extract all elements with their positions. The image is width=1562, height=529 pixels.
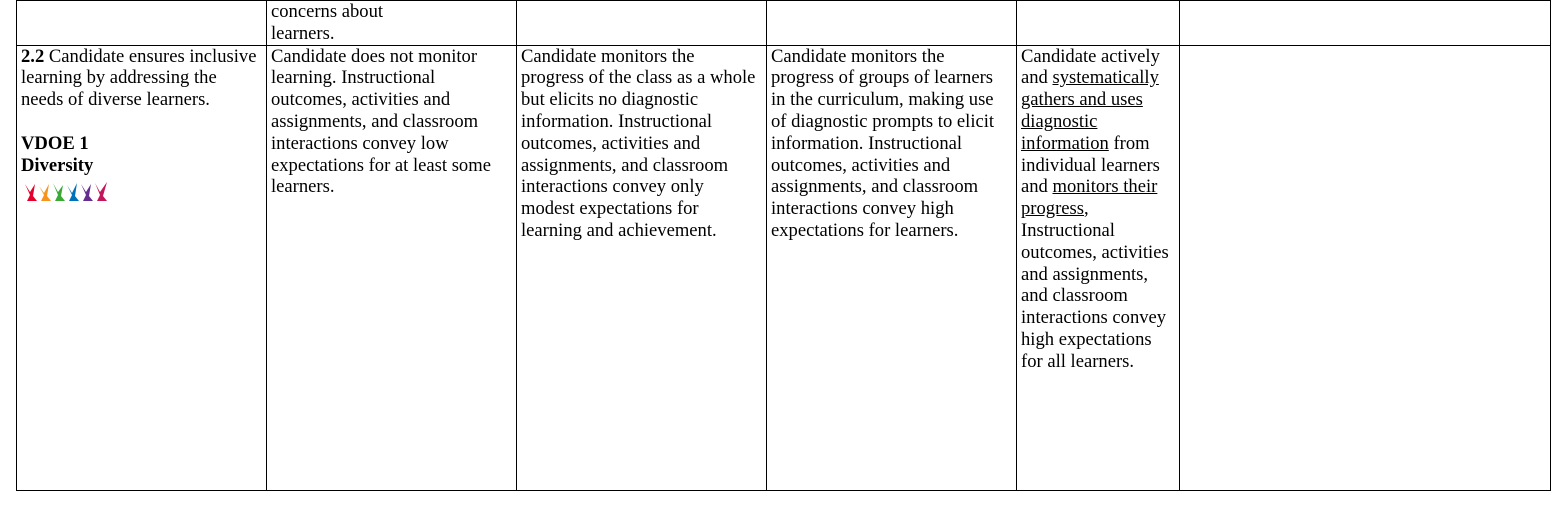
criterion-number: 2.2 xyxy=(21,45,45,67)
table-cell xyxy=(16,0,267,46)
diversity-figures-icon xyxy=(23,182,111,205)
table-row: concerns about learners. xyxy=(16,0,1551,46)
underlined-phrase: monitors their progress xyxy=(1021,176,1158,220)
criterion-description: 2.2 Candidate ensures inclusive learning… xyxy=(21,46,262,111)
underlined-phrase: systematically gathers and uses diagnost… xyxy=(1021,67,1159,154)
standard-name: Diversity xyxy=(21,154,94,176)
level4-cell: Candidate actively and systematically ga… xyxy=(1016,44,1180,491)
level1-cell: Candidate does not monitor learning. Ins… xyxy=(266,44,517,491)
notes-cell xyxy=(1179,44,1551,491)
level2-cell: Candidate monitors the progress of the c… xyxy=(516,44,767,491)
standard-code: VDOE 1 xyxy=(21,132,89,154)
criterion-text: Candidate ensures inclusive learning by … xyxy=(21,45,257,111)
table-cell: concerns about learners. xyxy=(266,0,517,46)
table-row: 2.2 Candidate ensures inclusive learning… xyxy=(16,44,1551,491)
table-cell xyxy=(516,0,767,46)
rubric-table: concerns about learners. 2.2 Candidate e… xyxy=(16,0,1551,491)
criterion-cell: 2.2 Candidate ensures inclusive learning… xyxy=(16,44,267,491)
table-cell xyxy=(1179,0,1551,46)
level3-cell: Candidate monitors the progress of group… xyxy=(766,44,1017,491)
table-cell xyxy=(766,0,1017,46)
table-cell xyxy=(1016,0,1180,46)
